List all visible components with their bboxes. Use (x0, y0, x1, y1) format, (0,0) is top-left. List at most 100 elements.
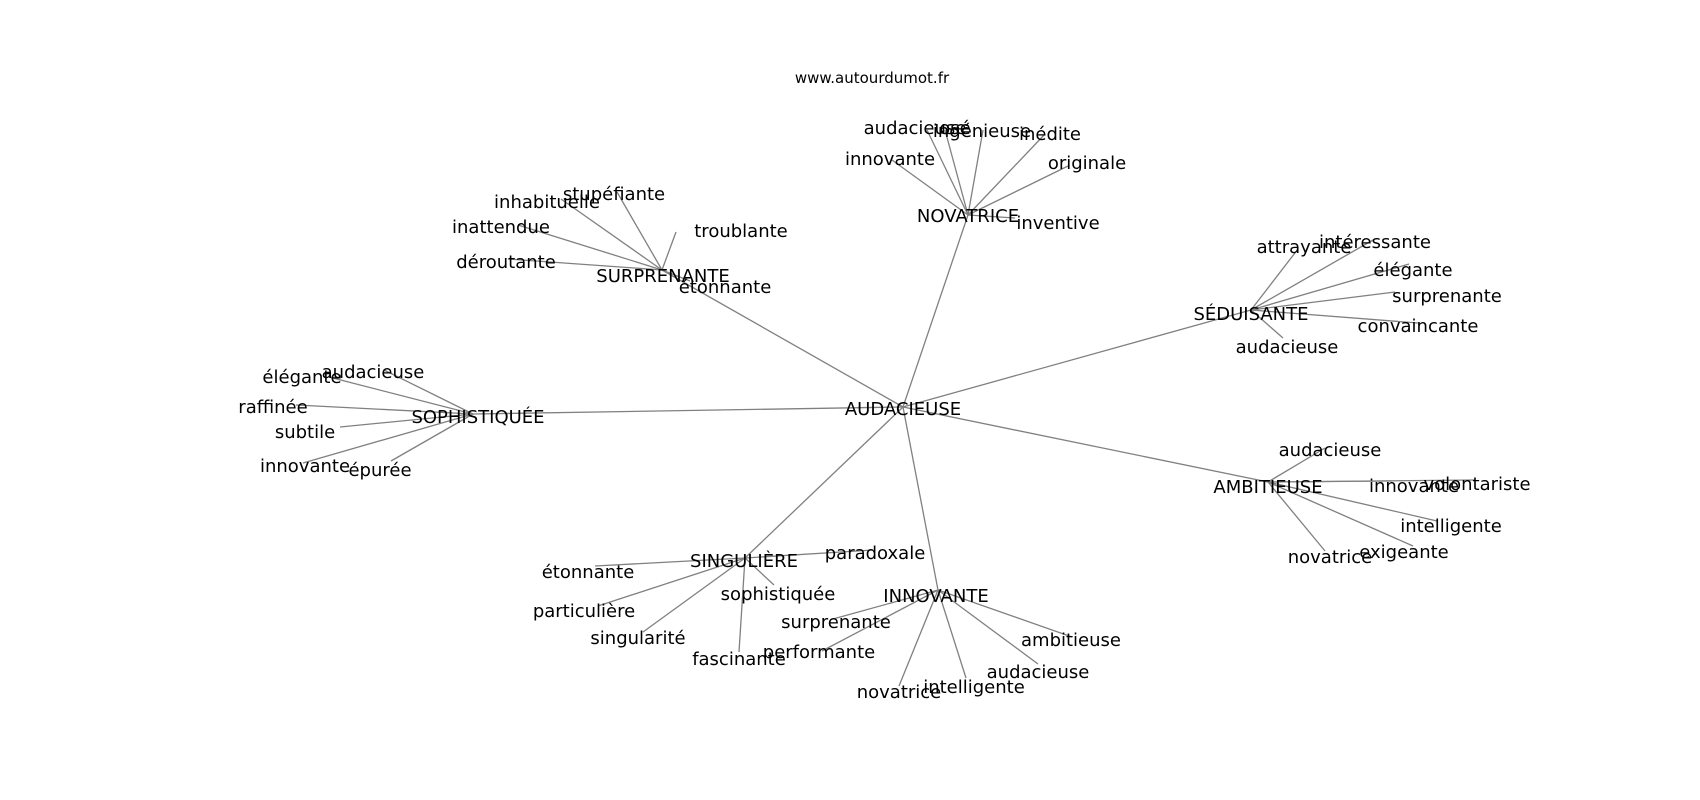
word-node-label[interactable]: innovante (845, 149, 935, 170)
edge-4-4 (1267, 481, 1414, 547)
edge-3-0 (383, 369, 474, 415)
word-node-label[interactable]: convaincante (1358, 316, 1479, 337)
word-node-label[interactable]: élégante (1373, 260, 1452, 281)
word-node-label[interactable]: ambitieuse (1021, 630, 1121, 651)
edge-5-3 (597, 557, 746, 607)
edge-2-5 (1250, 309, 1284, 339)
word-node-label[interactable]: novatrice (857, 682, 942, 703)
edge-6-0 (832, 589, 939, 620)
edge-1-0 (616, 191, 663, 271)
word-node-label[interactable]: novatrice (1288, 547, 1373, 568)
edge-2-1 (1250, 248, 1299, 311)
edge-1-4 (507, 258, 663, 271)
edge-0-5 (891, 159, 969, 216)
edge-5-1 (594, 557, 746, 567)
word-node-label[interactable]: audacieuse (864, 118, 967, 139)
edge-1-2 (517, 224, 663, 271)
word-node-label[interactable]: intelligente (923, 677, 1025, 698)
word-node-label[interactable]: innovante (1369, 476, 1459, 497)
word-node-label[interactable]: inventive (1016, 213, 1099, 234)
edge-5-4 (642, 557, 746, 633)
edge-6-5 (898, 589, 939, 687)
hub-node-label[interactable]: SURPRENANTE (596, 266, 729, 287)
edge-root-to-2 (902, 309, 1252, 408)
word-node-label[interactable]: audacieuse (1279, 440, 1382, 461)
edge-4-5 (1267, 481, 1326, 552)
word-node-label[interactable]: attrayante (1257, 237, 1352, 258)
hub-node-label[interactable]: INNOVANTE (883, 586, 988, 607)
word-node-label[interactable]: élégante (262, 367, 341, 388)
word-node-label[interactable]: paradoxale (825, 543, 926, 564)
word-node-label[interactable]: surprenante (781, 612, 891, 633)
word-node-label[interactable]: singularité (590, 628, 685, 649)
edge-0-1 (944, 129, 969, 216)
word-node-label[interactable]: subtile (275, 422, 335, 443)
word-node-label[interactable]: raffinée (238, 397, 307, 418)
word-node-label[interactable]: osé (939, 118, 970, 139)
edge-4-0 (1267, 447, 1326, 483)
word-node-label[interactable]: intelligente (1400, 516, 1502, 537)
word-node-label[interactable]: étonnante (542, 562, 635, 583)
edge-1-1 (560, 198, 663, 271)
edge-2-3 (1250, 291, 1396, 311)
word-node-label[interactable]: stupéfiante (563, 184, 665, 205)
word-node-label[interactable]: particulière (533, 601, 635, 622)
edge-6-3 (937, 589, 1039, 665)
hub-node-label[interactable]: SINGULIÈRE (690, 550, 798, 572)
word-node-label[interactable]: exigeante (1359, 542, 1448, 563)
edge-2-0 (1250, 239, 1374, 311)
word-node-label[interactable]: performante (763, 642, 875, 663)
hub-node-label[interactable]: SÉDUISANTE (1193, 303, 1308, 325)
edge-0-0 (926, 129, 969, 216)
edge-4-3 (1267, 481, 1438, 522)
word-node-label[interactable]: ingénieuse (933, 121, 1031, 142)
source-credit: www.autourdumot.fr (795, 69, 950, 87)
edge-3-4 (302, 413, 474, 464)
edge-0-4 (967, 165, 1069, 216)
edge-root-to-3 (472, 406, 904, 415)
edge-4-2 (1267, 480, 1393, 483)
word-node-label[interactable]: inédite (1019, 124, 1081, 145)
edge-6-2 (937, 589, 1073, 638)
word-node-label[interactable]: innovante (260, 456, 350, 477)
word-node-label[interactable]: fascinante (692, 649, 786, 670)
word-node-label[interactable]: surprenante (1392, 286, 1502, 307)
word-node-label[interactable]: épurée (348, 460, 411, 481)
graph-edges (295, 129, 1476, 687)
edge-root-to-0 (902, 214, 969, 408)
word-node-label[interactable]: audacieuse (987, 662, 1090, 683)
edge-6-4 (937, 589, 967, 679)
edge-5-2 (744, 557, 775, 586)
hub-node-label[interactable]: AMBITIEUSE (1213, 477, 1322, 498)
hub-node-label[interactable]: NOVATRICE (917, 206, 1019, 227)
word-node-label[interactable]: sophistiquée (721, 584, 836, 605)
word-node-label[interactable]: inattendue (452, 217, 550, 238)
edge-2-4 (1250, 309, 1419, 324)
word-node-label[interactable]: troublante (694, 221, 787, 242)
word-node-label[interactable]: originale (1048, 153, 1126, 174)
edge-6-1 (821, 589, 939, 652)
edge-root-to-6 (902, 406, 939, 591)
root-node-label[interactable]: AUDACIEUSE (845, 399, 961, 420)
word-node-label[interactable]: audacieuse (322, 362, 425, 383)
edge-0-2 (967, 129, 984, 216)
edge-root-to-4 (902, 406, 1269, 483)
edge-1-3 (661, 231, 677, 271)
word-node-label[interactable]: déroutante (456, 252, 556, 273)
hub-node-label[interactable]: SOPHISTIQUÉE (411, 406, 544, 428)
edge-3-2 (295, 404, 474, 415)
edge-5-0 (744, 549, 874, 559)
edge-root-to-5 (744, 406, 904, 559)
word-node-label[interactable]: intéressante (1319, 232, 1431, 253)
word-node-label[interactable]: inhabituelle (494, 192, 600, 213)
edge-root-to-1 (661, 269, 904, 408)
word-node-label[interactable]: volontariste (1423, 474, 1530, 495)
edge-5-5 (738, 557, 746, 653)
edge-3-5 (390, 413, 474, 462)
word-node-label[interactable]: étonnante (679, 277, 772, 298)
word-node-label[interactable]: audacieuse (1236, 337, 1339, 358)
edge-0-6 (967, 214, 1016, 219)
edge-0-3 (967, 133, 1046, 216)
graph-labels: www.autourdumot.fr AUDACIEUSE NOVATRICE au… (238, 69, 1530, 703)
